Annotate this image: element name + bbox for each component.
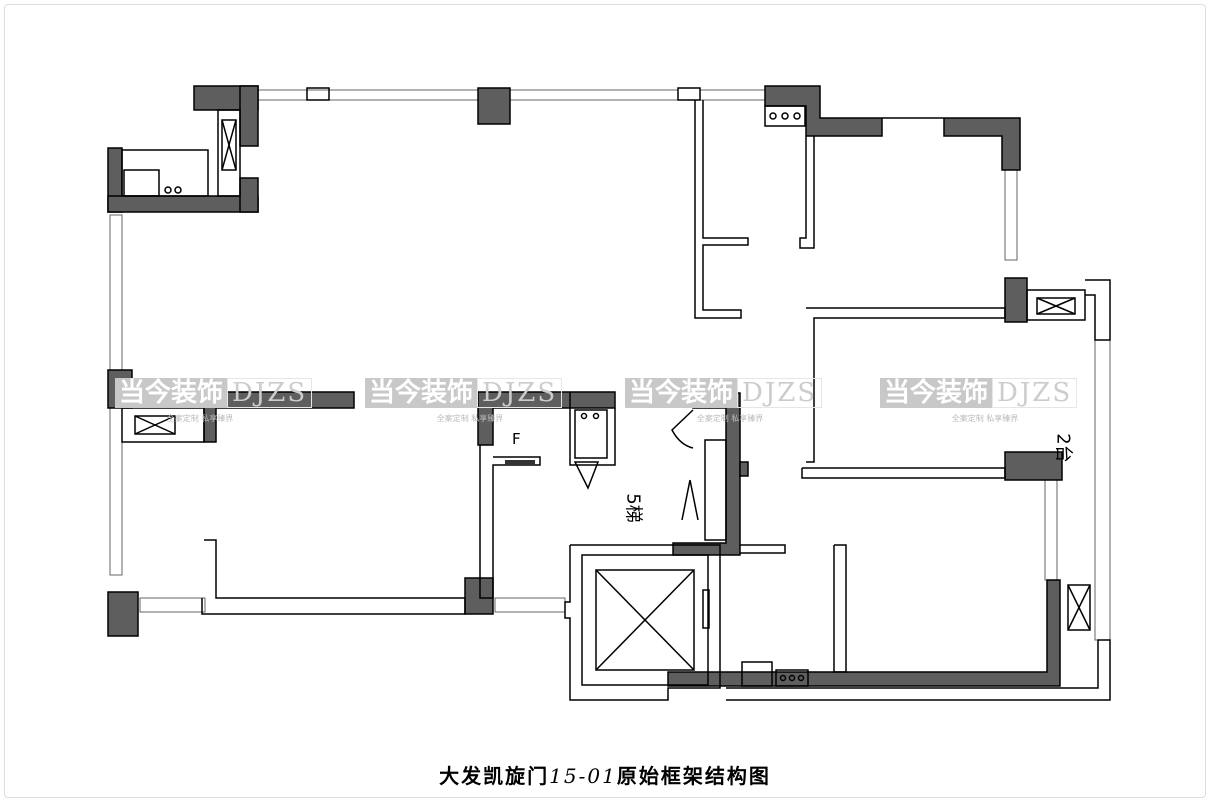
page-frame: [4, 4, 1206, 798]
watermark-tagline: 全案定制 私享臻界: [436, 414, 504, 423]
structural-walls: [107, 85, 1063, 687]
plan-title: 大发凯旋门15-01原始框架结构图: [439, 764, 771, 788]
windows: [109, 87, 1111, 641]
watermark-tagline: 全案定制 私享臻界: [951, 414, 1019, 423]
partition-walls: [121, 100, 1111, 701]
balcony-label: 2台: [1052, 433, 1074, 463]
fridge-label: F: [512, 430, 521, 448]
watermark-tagline: 全案定制 私享臻界: [166, 414, 234, 423]
elevator-label: 5梯: [622, 493, 644, 523]
watermark-tagline: 全案定制 私享臻界: [696, 414, 764, 423]
